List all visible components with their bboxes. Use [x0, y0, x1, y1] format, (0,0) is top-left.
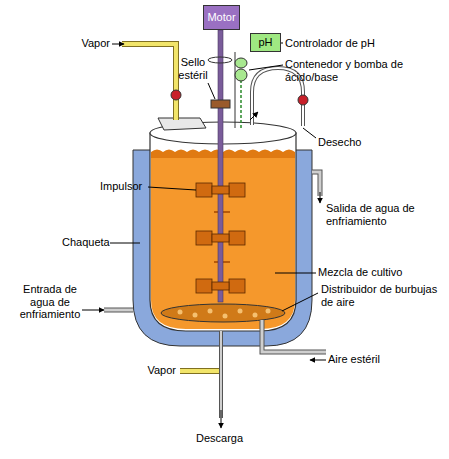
part-label: Entrada de agua de enfriamiento	[10, 283, 90, 321]
part-label: Sello estéril	[168, 56, 218, 81]
valve	[298, 95, 308, 105]
part-label: Chaqueta	[62, 236, 110, 249]
hatch	[158, 118, 206, 130]
node-label: pH	[258, 36, 272, 48]
dosing-line	[240, 80, 242, 128]
sparger-holes	[178, 309, 271, 319]
steam-pipe	[122, 44, 176, 120]
steam-pipe	[180, 368, 219, 374]
sterile-seal	[211, 100, 230, 108]
part-label: Aire estéril	[328, 353, 380, 366]
shaft	[218, 30, 223, 302]
controller-box: pH	[250, 33, 281, 52]
sparger	[161, 304, 285, 322]
motor-box: Motor	[203, 5, 240, 30]
water-out-pipe-inner	[312, 172, 320, 196]
discharge-arrow	[221, 410, 222, 428]
rotation-mark	[208, 57, 232, 63]
part-label: Mezcla de cultivo	[318, 266, 402, 279]
part-label: Controlador de pH	[285, 37, 375, 50]
part-label: Vapor	[147, 364, 176, 377]
part-label: Descarga	[196, 432, 243, 445]
impellers	[196, 183, 245, 293]
part-label: Impulsor	[100, 180, 142, 193]
steam-pipe-inner	[180, 369, 219, 373]
pump	[235, 69, 247, 81]
discharge-pipe	[219, 331, 223, 418]
leader-lines	[82, 43, 326, 360]
steam-pipe-inner	[122, 44, 176, 120]
part-label: Contenedor y bomba de ácido/base	[285, 58, 435, 83]
valve	[171, 90, 181, 100]
water-in-pipe	[104, 308, 133, 313]
node-label: Motor	[207, 11, 235, 23]
part-label: Vapor	[81, 37, 110, 50]
part-label: Distribuidor de burbujas de aire	[321, 283, 439, 308]
water-in-pipe-inner	[104, 309, 133, 312]
air-pipe-inner	[262, 320, 326, 352]
air-pipe	[262, 320, 326, 352]
part-label: Salida de agua de enfriamiento	[326, 202, 438, 227]
discharge-pipe-inner	[220, 331, 222, 418]
container	[235, 58, 247, 68]
part-label: Desecho	[318, 136, 361, 149]
water-out-pipe	[312, 172, 320, 196]
